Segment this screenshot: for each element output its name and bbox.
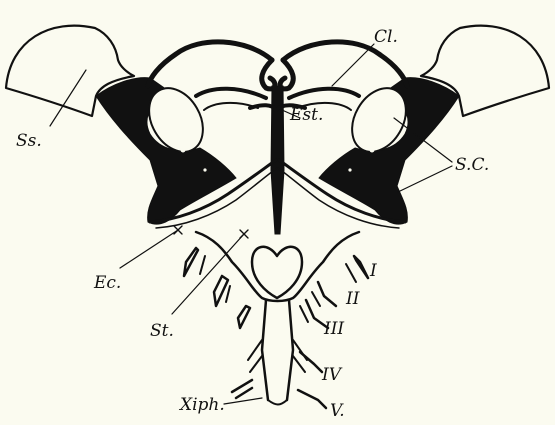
right-clavicle-head bbox=[280, 60, 293, 89]
right-precoracoid-arc bbox=[289, 89, 359, 98]
label-st: St. bbox=[150, 321, 174, 341]
label-xiph: Xiph. bbox=[178, 395, 225, 415]
left-ribs bbox=[184, 248, 252, 398]
label-rib-2: II bbox=[345, 289, 360, 309]
label-rib-3: III bbox=[323, 319, 344, 339]
label-cl: Cl. bbox=[374, 27, 398, 47]
left-clavicle-head bbox=[262, 60, 275, 89]
label-rib-4: IV bbox=[321, 365, 343, 385]
label-ec: Ec. bbox=[93, 273, 121, 293]
xiphisternum bbox=[262, 300, 293, 400]
label-sc: S.C. bbox=[455, 155, 489, 175]
left-foramen-dot bbox=[181, 148, 186, 153]
left-precoracoid-arc bbox=[196, 89, 266, 98]
label-rib-1: I bbox=[369, 261, 377, 281]
label-est: Est. bbox=[289, 105, 323, 125]
label-rib-5: V. bbox=[330, 401, 345, 421]
right-foramen-dot bbox=[370, 148, 375, 153]
sternal-fontanelle bbox=[252, 247, 302, 298]
left-clavicle bbox=[148, 42, 272, 86]
label-ss: Ss. bbox=[16, 131, 42, 151]
right-clavicle bbox=[283, 42, 407, 86]
cross-markers bbox=[174, 226, 248, 238]
